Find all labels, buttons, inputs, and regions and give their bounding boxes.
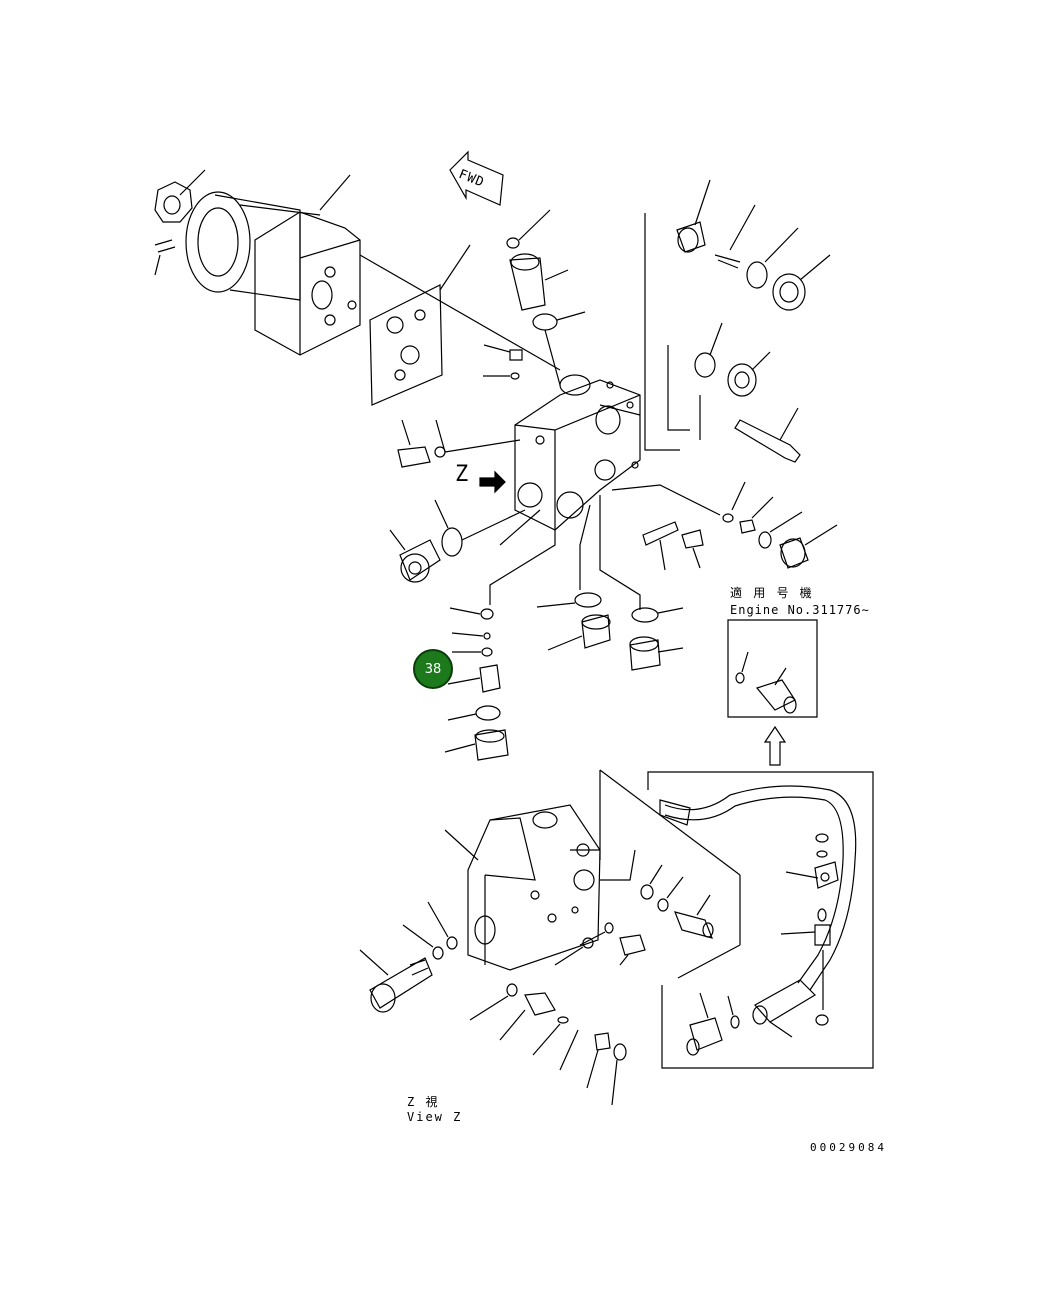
valve-block-upper xyxy=(480,375,640,530)
pump-assembly xyxy=(155,170,560,405)
z-view-marker: Z xyxy=(455,462,471,487)
applicable-machine-label: 適 用 号 機 xyxy=(730,586,814,600)
drawing-number: 00029084 xyxy=(810,1141,887,1154)
part-callout-38[interactable]: 38 xyxy=(413,649,453,689)
lower-stack xyxy=(445,495,683,760)
lower-fittings xyxy=(360,850,713,1105)
engine-inset-box xyxy=(728,620,817,765)
valve-block-lower xyxy=(445,770,740,978)
upper-fittings xyxy=(483,210,585,385)
view-z-english: View Z xyxy=(407,1110,463,1124)
hose-inset-box xyxy=(648,772,873,1068)
fwd-arrow-icon xyxy=(450,152,503,205)
right-fittings xyxy=(600,180,830,462)
right-center-parts xyxy=(612,482,837,570)
left-fittings xyxy=(390,420,540,582)
view-z-japanese: Z 視 xyxy=(407,1095,440,1109)
engine-number-label: Engine No.311776∼ xyxy=(730,603,870,617)
